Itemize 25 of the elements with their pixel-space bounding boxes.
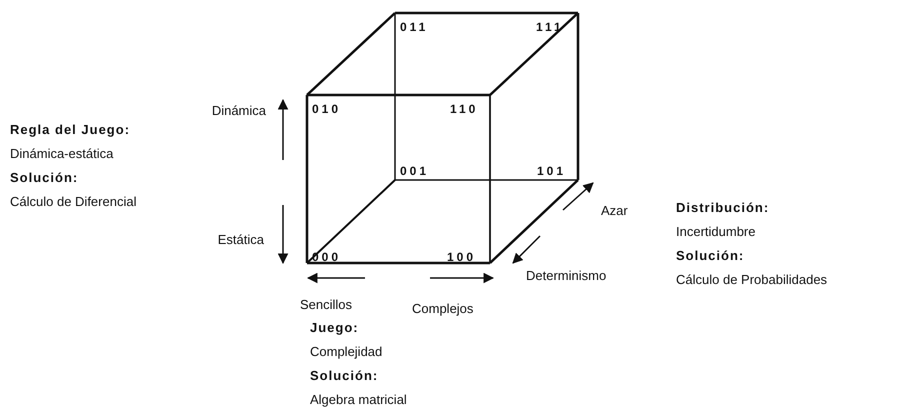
vertex-code: 001 (400, 164, 430, 179)
description: Complejidad (310, 344, 382, 359)
axis-label: Determinismo (526, 268, 606, 283)
heading: Regla del Juego: (10, 122, 130, 137)
vertex-code: 101 (537, 164, 566, 179)
heading: Solución: (310, 368, 378, 383)
vertex-code: 010 (312, 102, 342, 117)
description: Cálculo de Probabilidades (676, 272, 828, 287)
vertex-code: 110 (450, 102, 478, 117)
description: Cálculo de Diferencial (10, 194, 136, 209)
axis-label: Complejos (412, 301, 474, 316)
axis-label: Dinámica (212, 103, 266, 118)
axis-label: Sencillos (300, 297, 352, 312)
heading: Distribución: (676, 200, 770, 215)
description: Incertidumbre (676, 224, 756, 239)
vertex-code: 111 (536, 20, 564, 35)
heading: Juego: (310, 320, 359, 335)
heading: Solución: (676, 248, 744, 263)
vertex-code: 100 (447, 250, 476, 265)
heading: Solución: (10, 170, 78, 185)
description: Dinámica-estática (10, 146, 114, 161)
axis-label: Estática (218, 232, 264, 247)
axis-label: Azar (601, 203, 628, 218)
description: Algebra matricial (310, 392, 407, 407)
vertex-code: 011 (400, 20, 428, 35)
